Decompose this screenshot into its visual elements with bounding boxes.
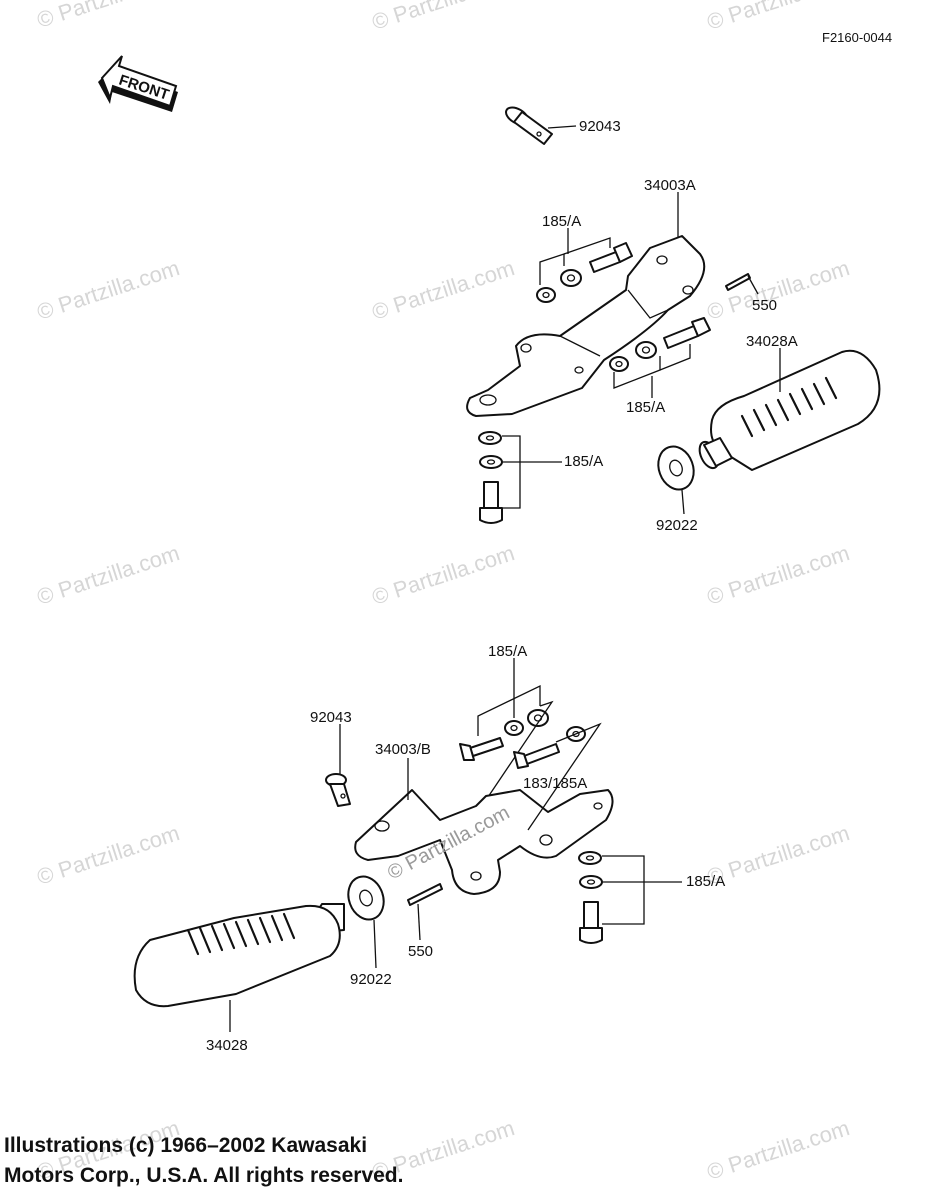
upper-footpeg-assembly: 92043 34003A 185/A 550 — [466, 106, 881, 534]
bolt-and-washers-icon — [609, 317, 711, 372]
watermark: © Partzilla.com — [369, 255, 518, 325]
footpeg-bracket-icon — [354, 789, 614, 895]
copyright-line-1: Illustrations (c) 1966–2002 Kawasaki — [4, 1134, 368, 1157]
watermark: © Partzilla.com — [704, 255, 853, 325]
callout-lower-pin: 92043 — [310, 709, 352, 726]
clevis-pin-icon — [505, 106, 553, 145]
front-arrow-icon: FRONT — [98, 55, 178, 112]
bolt-and-washers-icon — [578, 851, 603, 944]
watermark: © Partzilla.com — [34, 540, 183, 610]
callout-upper-footpeg: 34028A — [746, 333, 798, 350]
cotter-pin-icon — [725, 273, 751, 291]
flat-washer-icon — [347, 875, 385, 921]
copyright-notice: Illustrations (c) 1966–2002 Kawasaki Mot… — [4, 1131, 403, 1191]
callout-upper-washers-mid: 185/A — [626, 399, 665, 416]
callout-upper-cotter: 550 — [752, 297, 777, 314]
cotter-pin-icon — [407, 883, 443, 906]
watermark: © Partzilla.com — [704, 540, 853, 610]
watermark: © Partzilla.com — [369, 0, 518, 35]
bolt-and-washers-icon — [459, 709, 549, 761]
watermark: © Partzilla.com — [369, 540, 518, 610]
callout-lower-bolt-set: 183/185A — [523, 775, 587, 792]
watermark: © Partzilla.com — [704, 820, 853, 890]
watermark: © Partzilla.com — [704, 1115, 853, 1185]
callout-lower-bracket: 34003/B — [375, 741, 431, 758]
callout-lower-footpeg: 34028 — [206, 1037, 248, 1054]
watermark-layer: © Partzilla.com © Partzilla.com © Partzi… — [34, 0, 853, 1185]
watermark: © Partzilla.com — [34, 0, 183, 33]
bolt-and-washers-icon — [478, 431, 503, 524]
figure-code: F2160-0044 — [822, 30, 892, 45]
bolt-and-washers-icon — [536, 242, 633, 303]
clevis-pin-icon — [325, 773, 351, 807]
callout-lower-washers-top: 185/A — [488, 643, 527, 660]
watermark: © Partzilla.com — [34, 820, 183, 890]
footpeg-rubber-icon — [698, 349, 881, 471]
callout-upper-washers-top: 185/A — [542, 213, 581, 230]
footpeg-bracket-icon — [466, 235, 706, 417]
callout-upper-washer: 92022 — [656, 517, 698, 534]
callout-upper-washers-lower: 185/A — [564, 453, 603, 470]
watermark: © Partzilla.com — [34, 255, 183, 325]
callout-lower-washer: 92022 — [350, 971, 392, 988]
lower-footpeg-assembly: 185/A 92043 34003/B 183/185A — [133, 643, 725, 1054]
callout-lower-cotter: 550 — [408, 943, 433, 960]
callout-lower-washers-right: 185/A — [686, 873, 725, 890]
flat-washer-icon — [657, 445, 695, 491]
bolt-and-washers-icon — [513, 726, 586, 769]
callout-upper-bracket: 34003A — [644, 177, 696, 194]
footpeg-rubber-icon — [133, 903, 345, 1008]
callout-upper-pin: 92043 — [579, 118, 621, 135]
copyright-line-2: Motors Corp., U.S.A. All rights reserved… — [4, 1164, 404, 1187]
